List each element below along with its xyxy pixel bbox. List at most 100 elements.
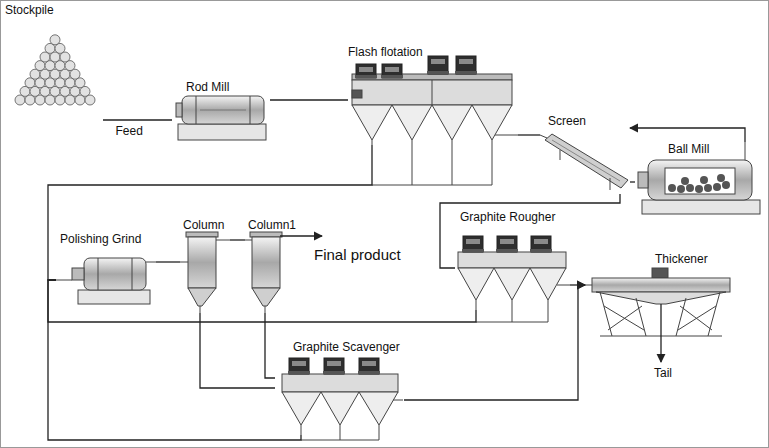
column-cell-symbol bbox=[265, 306, 266, 313]
ball-mill-symbol bbox=[700, 176, 708, 184]
polishing-mill-symbol bbox=[132, 258, 133, 290]
rod-mill-symbol bbox=[182, 96, 264, 124]
cell-motor-symbol bbox=[356, 64, 376, 78]
cell-motor-symbol bbox=[496, 236, 518, 252]
flow-line bbox=[156, 261, 180, 262]
cell-motor-symbol bbox=[463, 236, 483, 252]
equipment-label: Column bbox=[183, 218, 224, 232]
equipment-label: Flash flotation bbox=[348, 45, 423, 59]
stream-label: Tail bbox=[652, 366, 674, 380]
flotation-cell-symbol bbox=[492, 140, 493, 185]
column-cell-symbol bbox=[252, 237, 280, 288]
cell-motor-symbol bbox=[289, 358, 309, 374]
ball-mill-symbol bbox=[668, 174, 730, 193]
cell-motor-symbol bbox=[531, 236, 551, 252]
column-cell-symbol bbox=[216, 240, 230, 241]
cell-motor-symbol bbox=[362, 361, 376, 366]
cell-motor-symbol bbox=[355, 64, 377, 78]
flotation-cell-symbol bbox=[393, 400, 403, 401]
cell-motor-symbol bbox=[327, 361, 341, 366]
flotation-cell-symbol bbox=[352, 74, 518, 185]
column-cell-symbol bbox=[245, 240, 252, 241]
flotation-cell-symbol bbox=[352, 90, 362, 98]
flotation-cell-symbol bbox=[476, 322, 548, 323]
cell-motor-symbol bbox=[431, 59, 445, 64]
column-cell-symbol bbox=[188, 288, 216, 306]
flow-line bbox=[630, 181, 635, 182]
rod-mill-symbol bbox=[196, 96, 197, 124]
cell-motor-symbol bbox=[288, 358, 310, 374]
ball-mill-symbol bbox=[642, 200, 760, 214]
cell-motor-symbol bbox=[385, 67, 399, 72]
rod-mill-symbol bbox=[176, 96, 266, 140]
flotation-cell-symbol bbox=[452, 140, 453, 185]
flow-line bbox=[265, 313, 275, 378]
cell-motor-symbol bbox=[497, 236, 517, 252]
ball-mill-symbol bbox=[638, 142, 760, 214]
connector-part bbox=[48, 100, 745, 440]
cell-motor-symbol bbox=[427, 56, 449, 74]
cell-motor-symbol bbox=[382, 64, 402, 78]
stream-label: Final product bbox=[312, 246, 403, 264]
flotation-cell-symbol bbox=[340, 425, 341, 440]
thickener-symbol bbox=[678, 306, 716, 330]
thickener-symbol bbox=[585, 285, 592, 286]
ball-mill-symbol bbox=[665, 168, 735, 194]
column-cell-symbol bbox=[245, 232, 282, 313]
flow-line bbox=[48, 280, 301, 440]
equipment-label: Screen bbox=[548, 114, 586, 128]
equipment-label: Graphite Rougher bbox=[460, 210, 555, 224]
equipment-node: Ball Mill bbox=[635, 142, 763, 217]
tail-arrow bbox=[660, 304, 661, 362]
cell-motor-symbol bbox=[496, 249, 518, 252]
polishing-mill-symbol bbox=[84, 258, 146, 290]
cell-motor-symbol bbox=[466, 239, 480, 244]
flow-line bbox=[630, 128, 745, 142]
flotation-cell-symbol bbox=[412, 140, 413, 185]
rod-mill-symbol bbox=[176, 103, 182, 117]
flow-line bbox=[518, 134, 540, 135]
cell-motor-symbol bbox=[323, 371, 345, 374]
polishing-mill-symbol bbox=[78, 290, 150, 304]
equipment-node: Column bbox=[180, 218, 230, 313]
ball-mill-symbol bbox=[681, 177, 689, 185]
cell-motor-symbol bbox=[381, 75, 403, 78]
cell-motor-symbol bbox=[323, 358, 345, 374]
flotation-cell-symbol bbox=[432, 80, 433, 105]
ball-mill-symbol bbox=[745, 142, 746, 160]
ball-mill-symbol bbox=[668, 184, 676, 192]
cell-motor-symbol bbox=[462, 249, 484, 252]
column-cell-symbol bbox=[180, 232, 230, 313]
ball-mill-symbol bbox=[695, 185, 703, 193]
ball-mill-symbol bbox=[648, 160, 752, 200]
flow-label: Feed bbox=[114, 124, 145, 138]
rod-mill-symbol bbox=[250, 96, 251, 124]
cell-motor-symbol bbox=[500, 239, 514, 244]
thickener-symbol bbox=[680, 306, 712, 330]
flotation-cell-symbol bbox=[557, 285, 570, 286]
column-cell-symbol bbox=[252, 288, 280, 306]
ball-mill-symbol bbox=[704, 184, 712, 192]
screen-symbol bbox=[610, 178, 611, 190]
screen-symbol bbox=[545, 134, 628, 188]
cell-motor-symbol bbox=[355, 75, 377, 78]
flotation-cell-symbol bbox=[352, 80, 512, 105]
ball-mill-symbol bbox=[713, 183, 721, 191]
thickener-symbol bbox=[600, 292, 612, 336]
ball-mill-symbol bbox=[677, 185, 685, 193]
flotation-cell-symbol bbox=[282, 392, 398, 425]
flow-line bbox=[230, 239, 245, 240]
cell-motor-symbol bbox=[428, 56, 448, 74]
rod-mill-symbol bbox=[178, 124, 266, 140]
ball-mill-symbol bbox=[717, 174, 725, 182]
flotation-cell-symbol bbox=[495, 135, 518, 136]
cell-motor-symbol bbox=[324, 358, 344, 374]
thickener-symbol bbox=[596, 292, 726, 304]
flow-line bbox=[440, 194, 620, 268]
cell-motor-symbol bbox=[358, 358, 380, 374]
screen-symbol bbox=[560, 150, 561, 160]
polishing-mill-symbol bbox=[98, 258, 99, 290]
polishing-mill-symbol bbox=[146, 262, 156, 263]
equipment-node: Column1 bbox=[245, 218, 301, 313]
